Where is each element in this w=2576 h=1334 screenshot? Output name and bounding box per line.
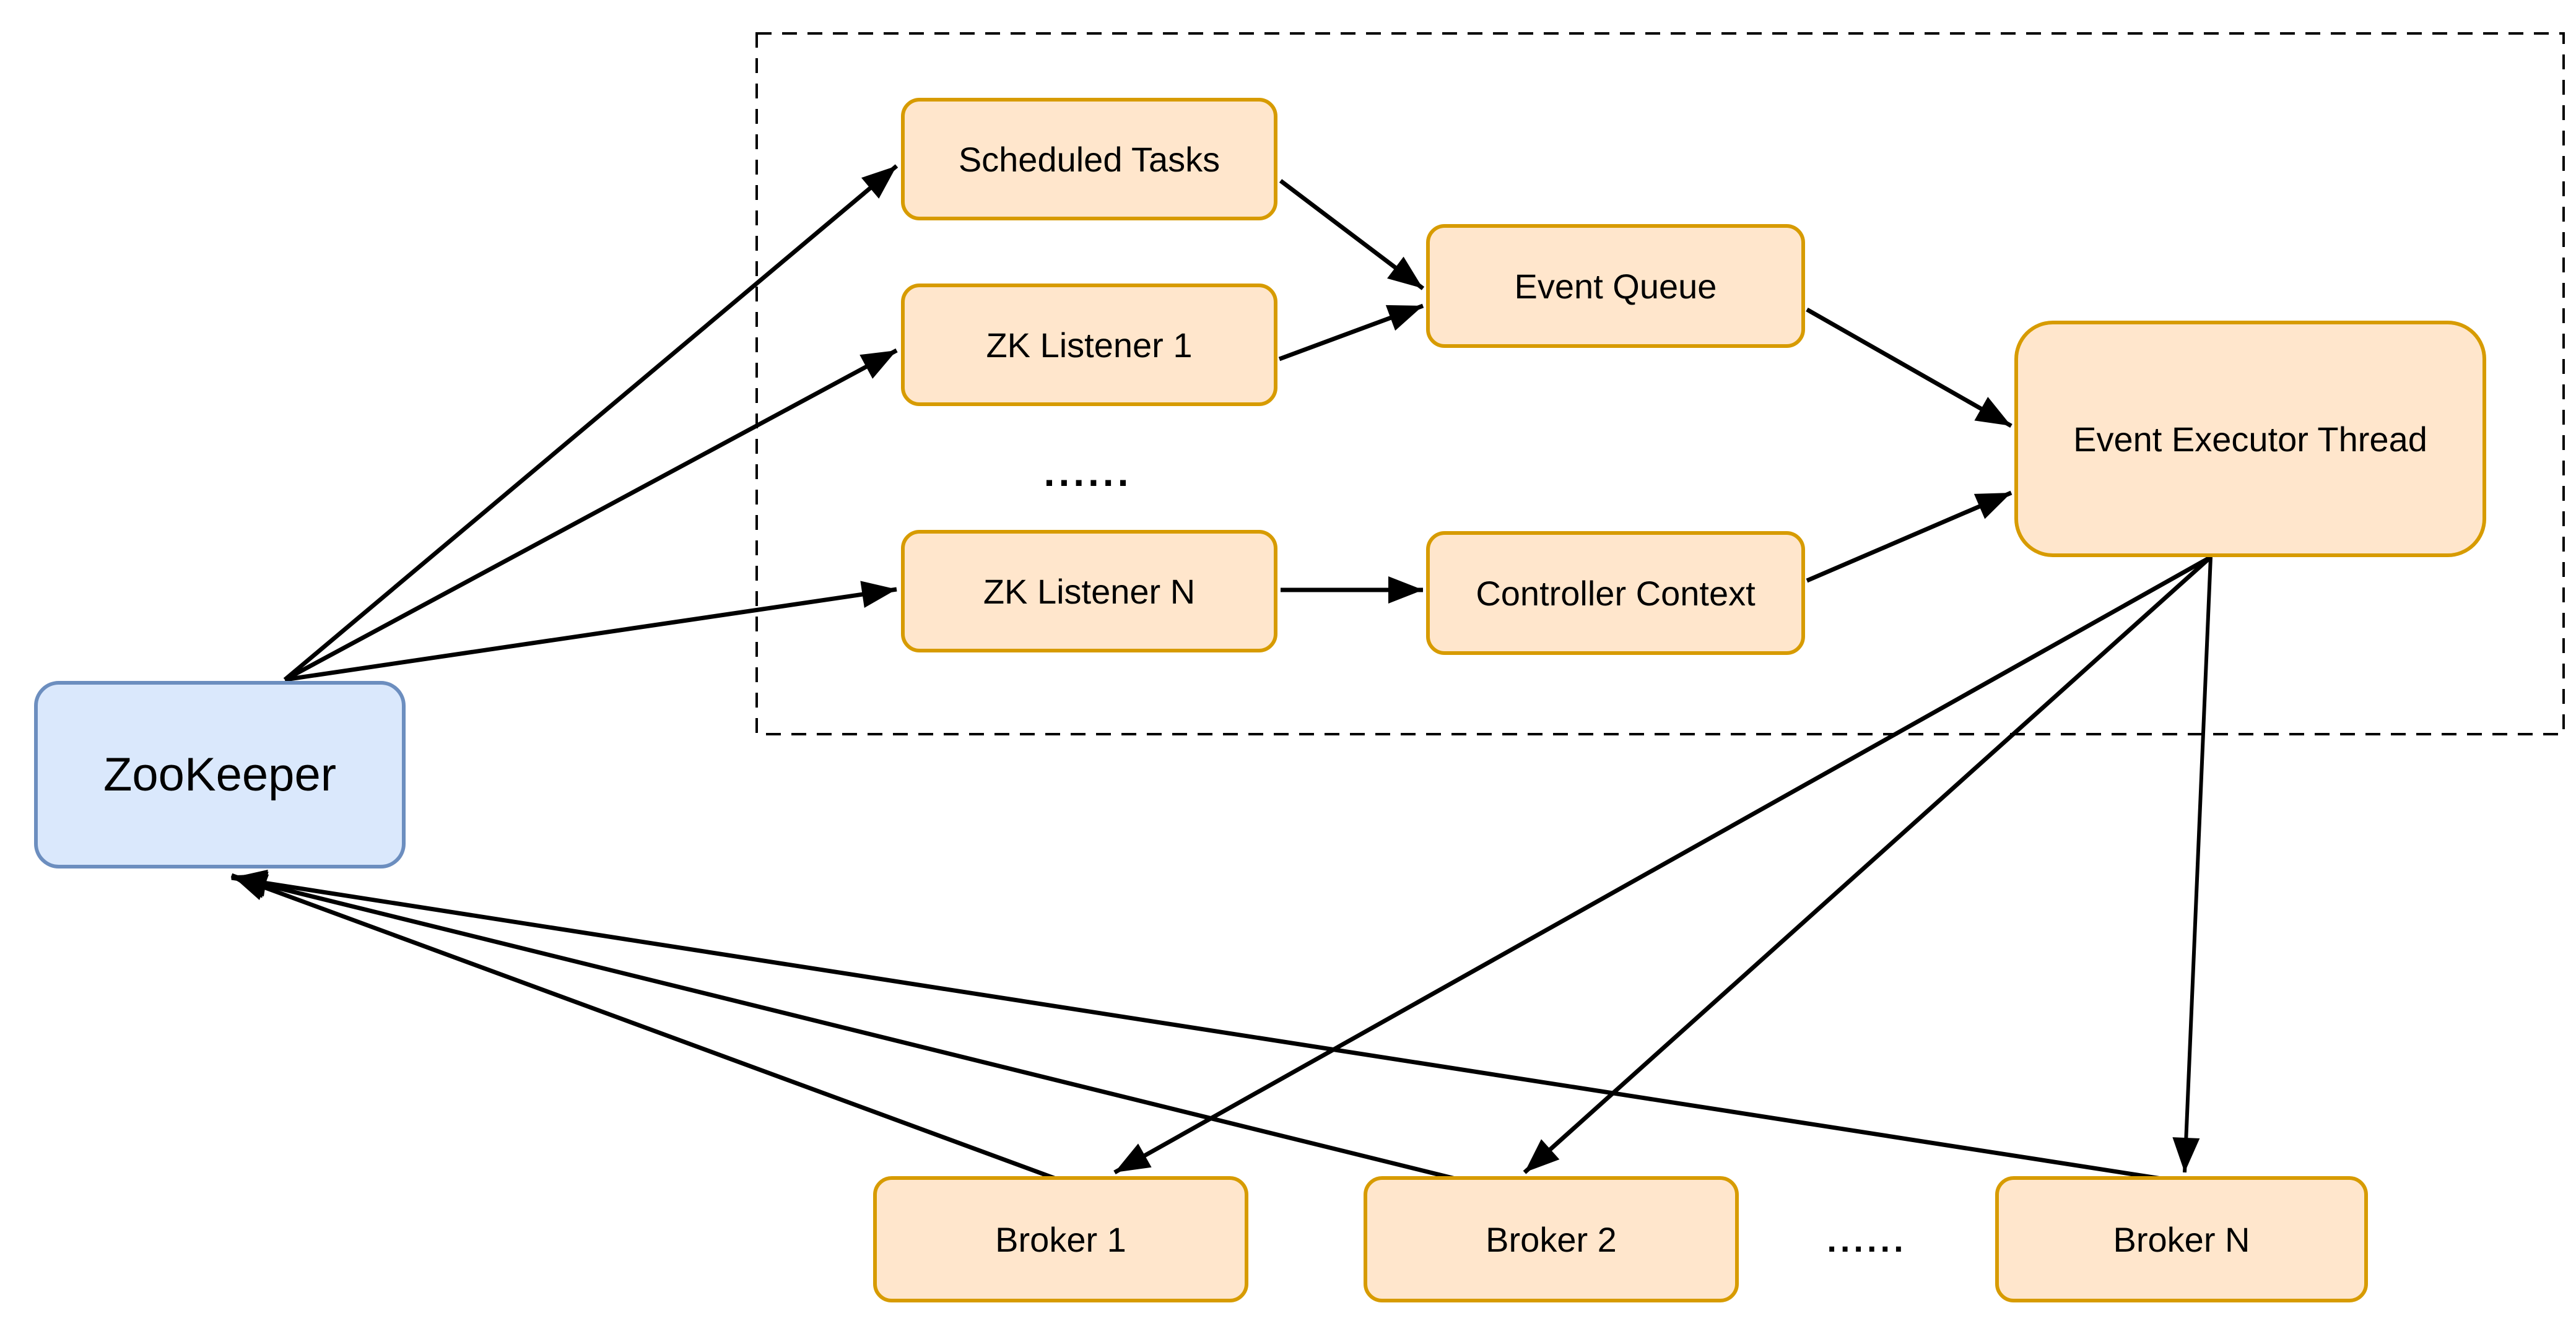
node-zk-listener-1-label: ZK Listener 1 (986, 325, 1193, 365)
brokers-ellipsis: ...... (1827, 1219, 1907, 1259)
listeners-ellipsis: ...... (1043, 450, 1133, 495)
node-controller-context-label: Controller Context (1476, 573, 1756, 613)
node-broker-1: Broker 1 (873, 1176, 1248, 1302)
node-controller-context: Controller Context (1426, 531, 1805, 655)
edge-zk-listener-1-to-event-queue (1278, 303, 1424, 362)
edge-event-executor-to-broker-n (2172, 557, 2213, 1173)
node-event-executor-thread: Event Executor Thread (2014, 321, 2486, 557)
node-zk-listener-n: ZK Listener N (901, 530, 1277, 652)
node-scheduled-tasks: Scheduled Tasks (901, 98, 1277, 220)
edge-broker-1-to-zookeeper (230, 873, 1057, 1181)
edge-event-executor-to-broker-2 (1523, 555, 2213, 1174)
node-broker-2: Broker 2 (1364, 1176, 1739, 1302)
node-zookeeper: ZooKeeper (34, 681, 406, 868)
edge-broker-n-to-zookeeper (231, 869, 2162, 1181)
node-zk-listener-n-label: ZK Listener N (983, 571, 1196, 611)
node-broker-n: Broker N (1995, 1176, 2368, 1302)
edge-zookeeper-to-zk-listener-1 (284, 348, 898, 682)
edge-scheduled-tasks-to-event-queue (1279, 179, 1425, 290)
edge-broker-2-to-zookeeper (231, 872, 1456, 1181)
edge-event-queue-to-event-executor (1806, 307, 2012, 428)
node-event-queue-label: Event Queue (1514, 266, 1717, 306)
node-broker-1-label: Broker 1 (995, 1219, 1126, 1259)
controller-dashed-container (755, 32, 2565, 735)
edge-zookeeper-to-zk-listener-n (284, 581, 897, 682)
node-event-queue: Event Queue (1426, 224, 1805, 348)
node-zookeeper-label: ZooKeeper (103, 748, 337, 801)
node-zk-listener-1: ZK Listener 1 (901, 284, 1277, 406)
node-event-executor-thread-label: Event Executor Thread (2073, 419, 2427, 459)
node-broker-2-label: Broker 2 (1486, 1219, 1617, 1259)
node-broker-n-label: Broker N (2113, 1219, 2250, 1259)
edge-controller-context-to-event-executor (1806, 490, 2012, 583)
edge-event-executor-to-broker-1 (1113, 555, 2212, 1175)
node-scheduled-tasks-label: Scheduled Tasks (958, 139, 1221, 179)
edge-zookeeper-to-scheduled-tasks (283, 164, 899, 682)
